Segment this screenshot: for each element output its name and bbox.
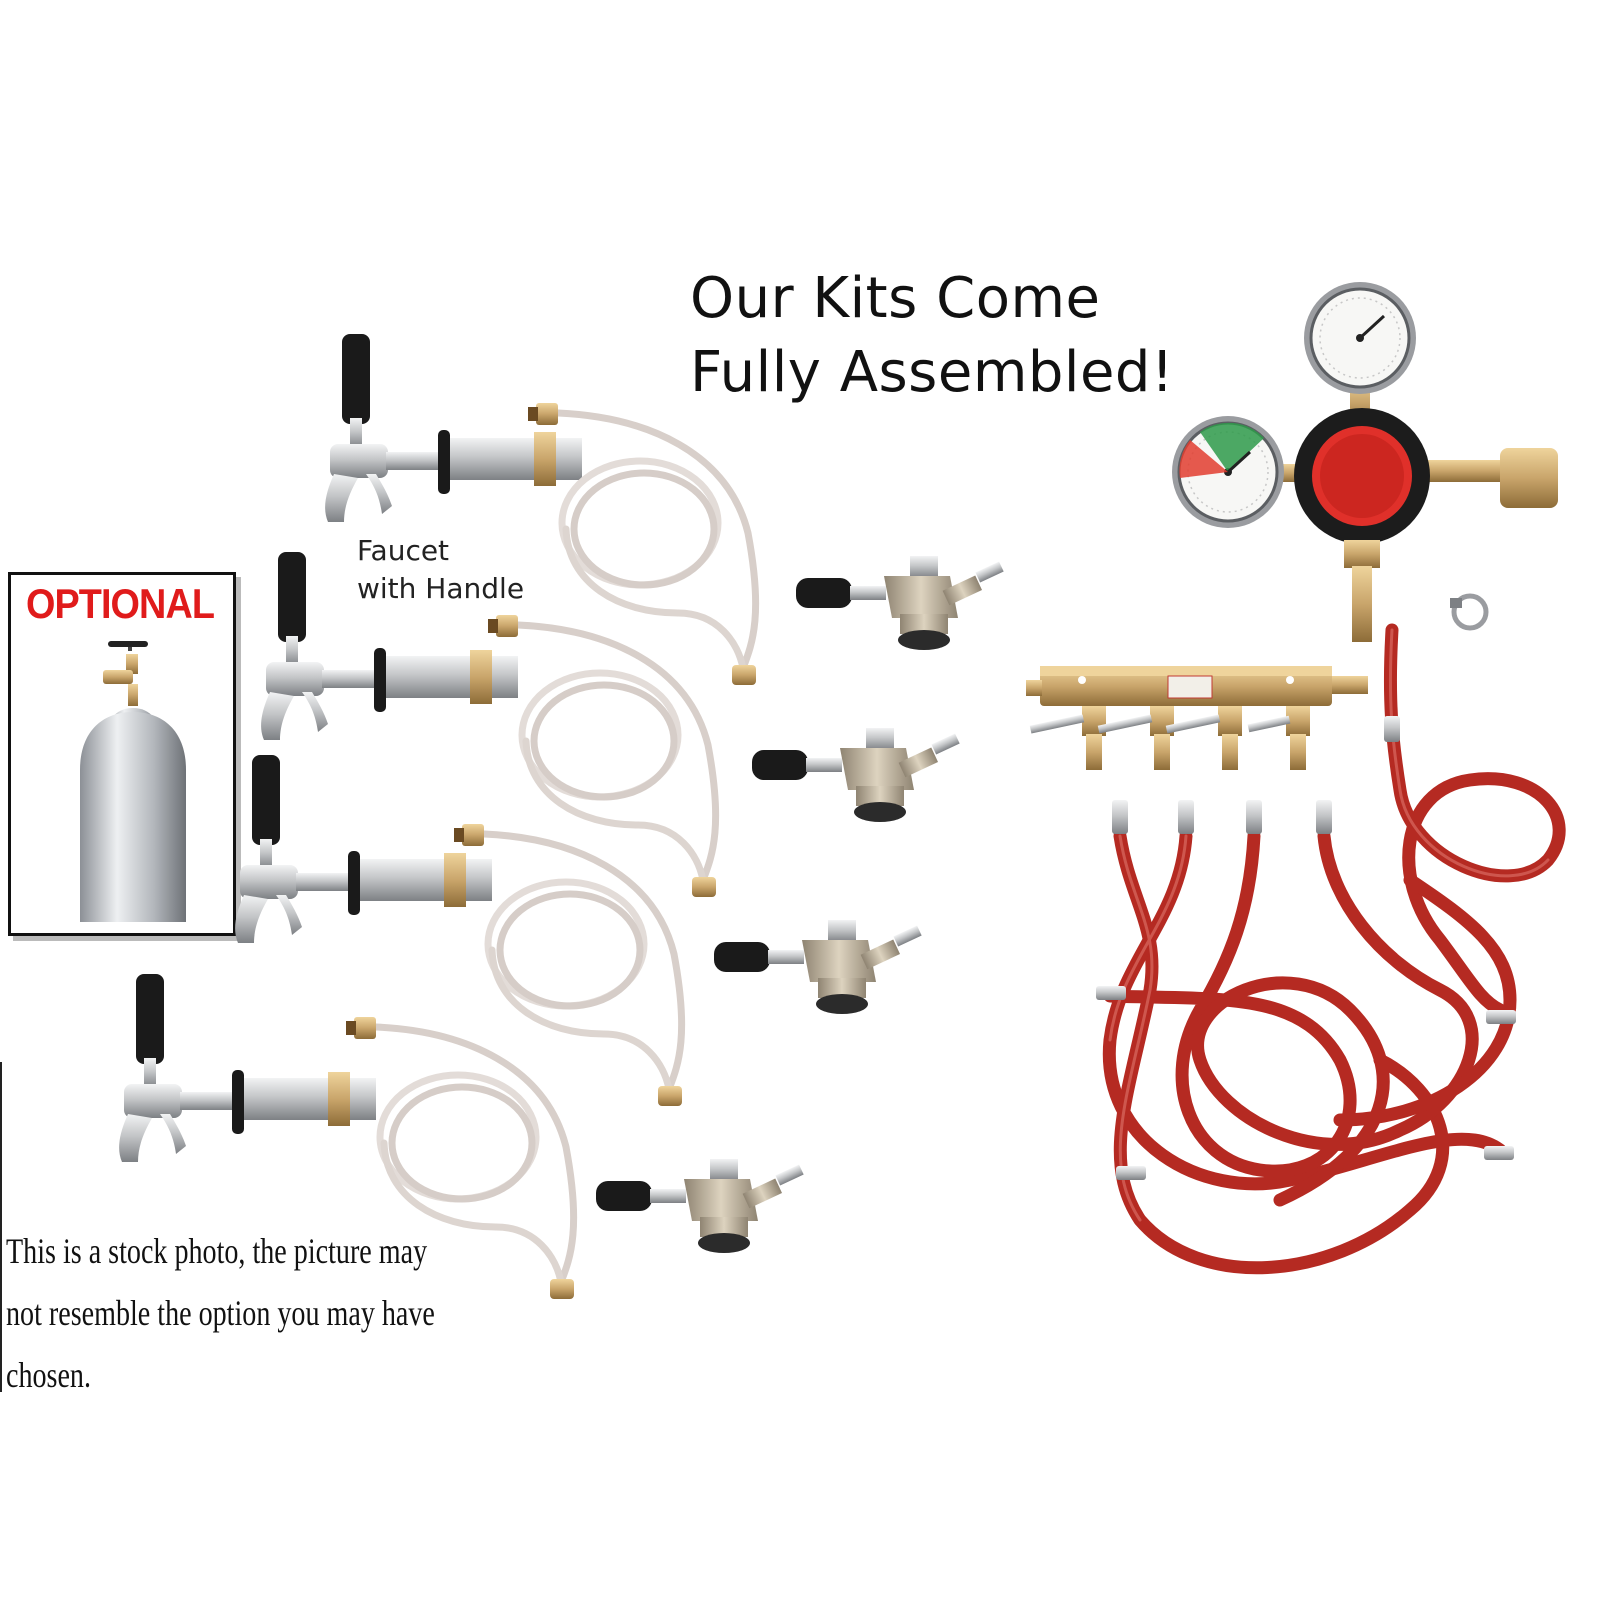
co2-tank-icon bbox=[80, 641, 186, 922]
beer-faucet-icon-3 bbox=[235, 755, 492, 943]
beer-faucet-icon-1 bbox=[325, 334, 582, 522]
disclaimer-line-3: chosen. bbox=[6, 1355, 91, 1395]
headline-line-2: Fully Assembled! bbox=[690, 340, 1174, 405]
optional-label: OPTIONAL bbox=[25, 580, 215, 627]
beer-faucet-icon-2 bbox=[261, 552, 518, 740]
beer-faucet-icon-4 bbox=[119, 974, 376, 1162]
faucet-label-line-1: Faucet bbox=[357, 534, 450, 567]
keg-coupler-icon-1 bbox=[796, 556, 1004, 650]
beer-line-coil-icon-2 bbox=[488, 615, 716, 897]
headline: Our Kits Come Fully Assembled! bbox=[690, 262, 1174, 410]
faucet-label: Faucet with Handle bbox=[357, 532, 524, 608]
co2-regulator-icon bbox=[1170, 280, 1558, 642]
faucet-label-line-2: with Handle bbox=[357, 572, 525, 605]
disclaimer-rule bbox=[0, 1062, 2, 1392]
gas-manifold-icon bbox=[1026, 666, 1368, 770]
hose-clamp-icon bbox=[1450, 593, 1489, 631]
keg-coupler-icon-3 bbox=[714, 920, 922, 1014]
keg-coupler-icon-4 bbox=[596, 1159, 804, 1253]
beer-line-coil-icon-4 bbox=[346, 1017, 574, 1299]
gas-line-fittings bbox=[1096, 716, 1516, 1180]
headline-line-1: Our Kits Come bbox=[690, 266, 1101, 331]
keg-coupler-icon-2 bbox=[752, 728, 960, 822]
